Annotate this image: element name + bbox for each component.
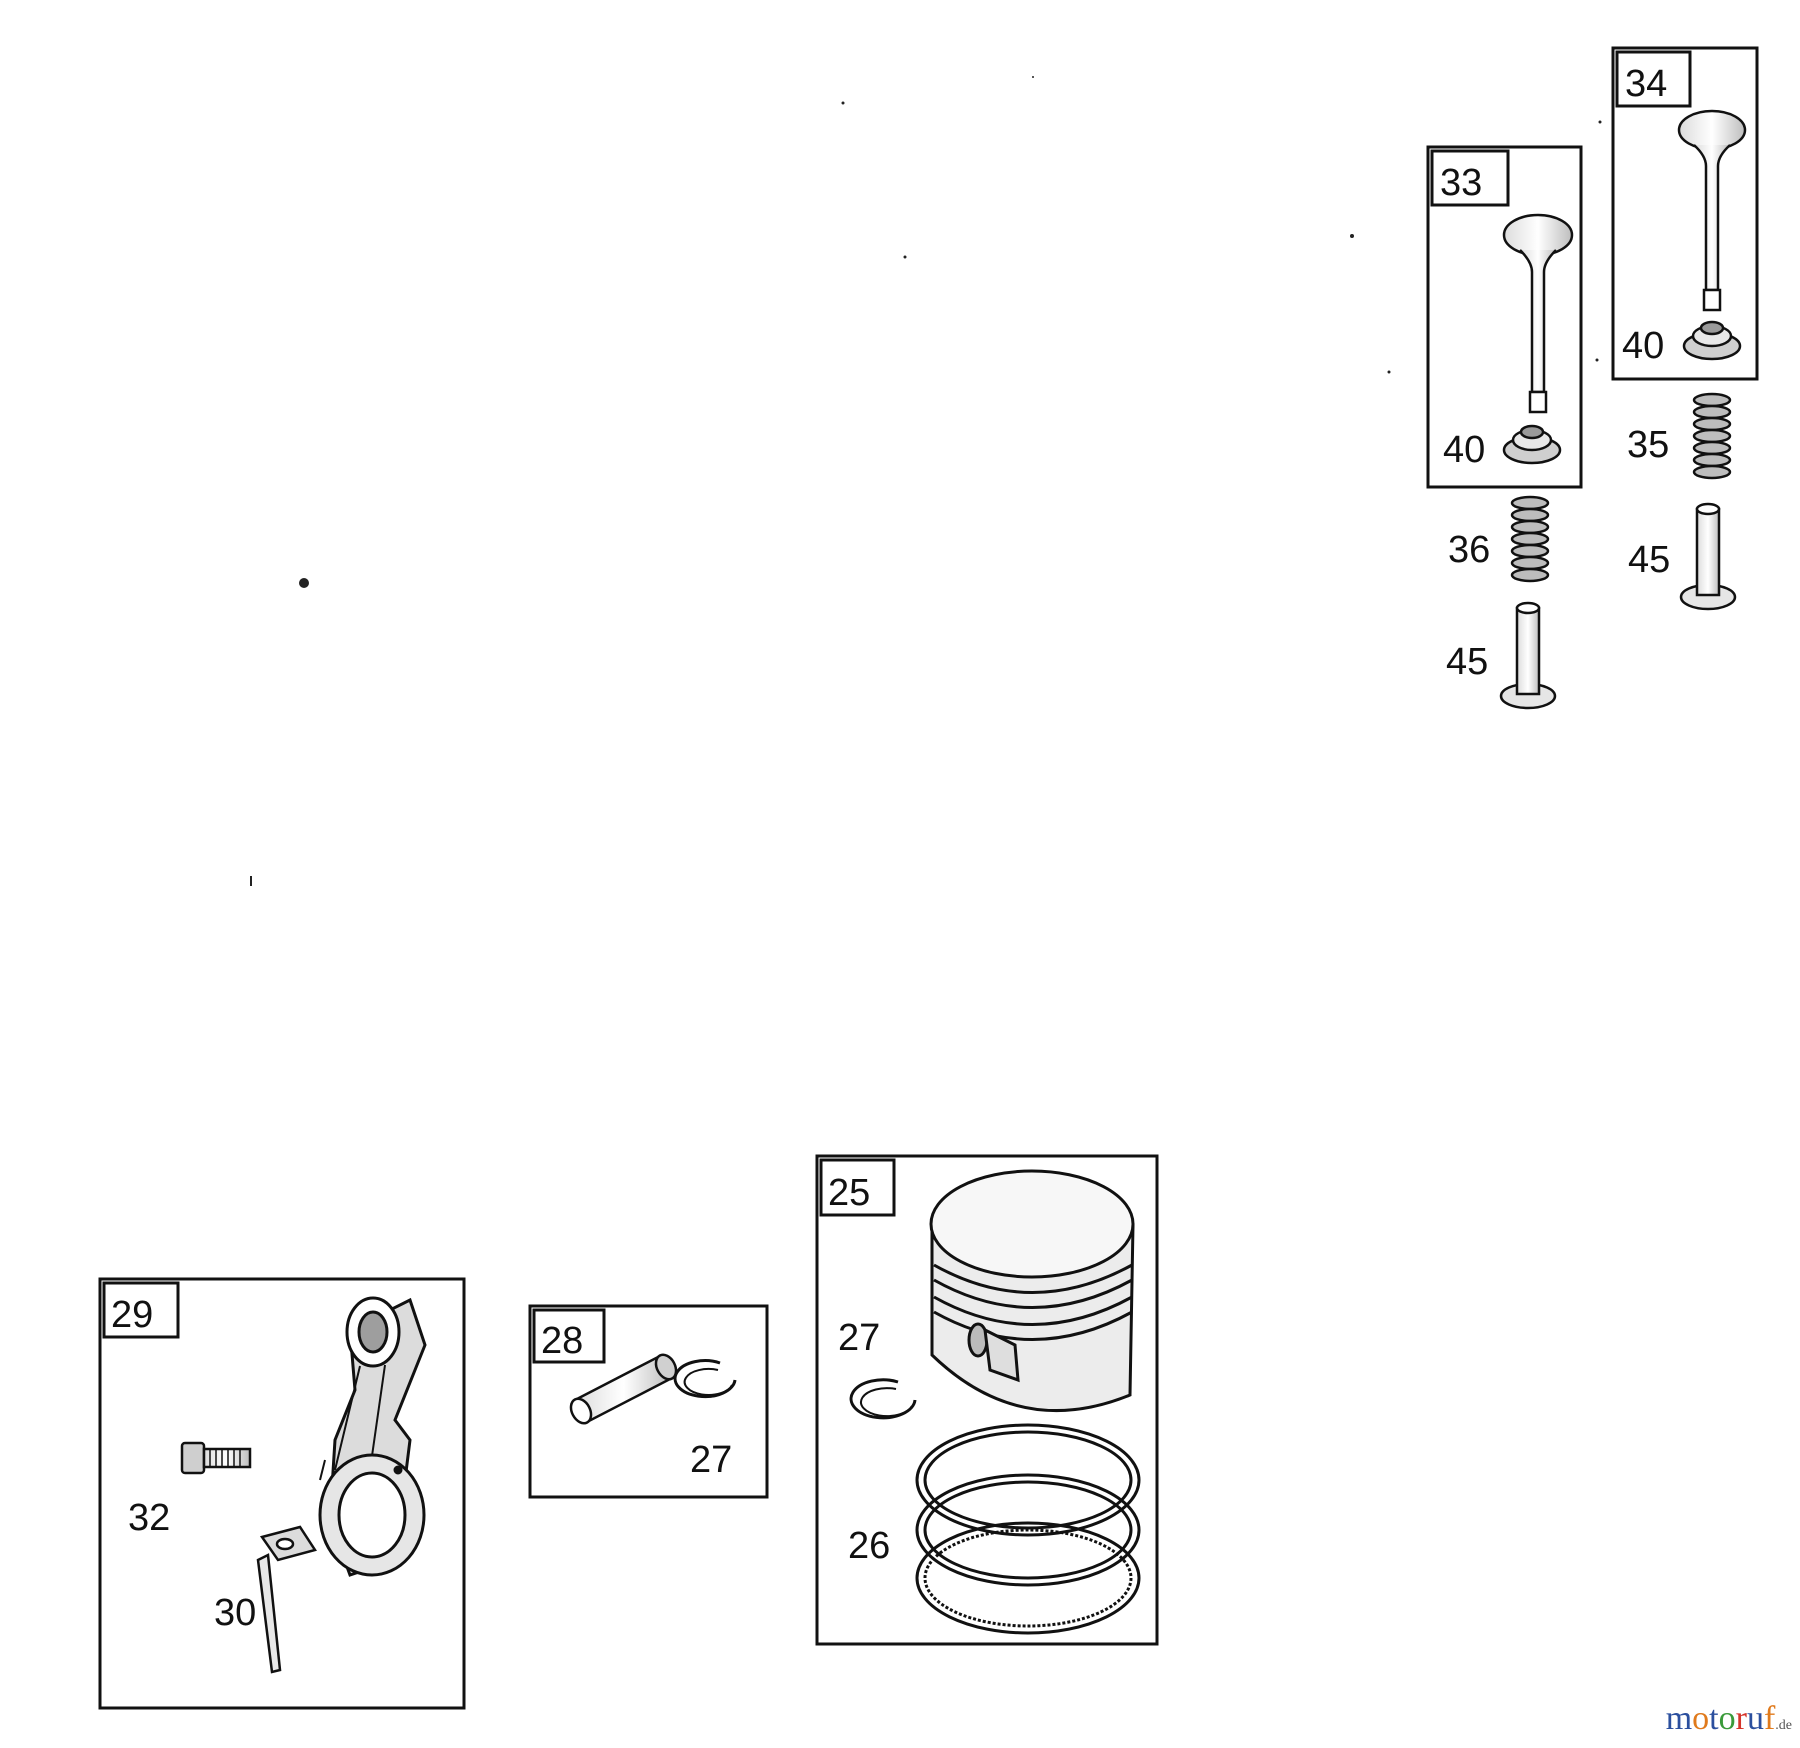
box-number-29: 29 [111, 1294, 153, 1336]
kit-box-25: 25 27 26 [815, 1154, 1159, 1646]
piston-rings-icon [915, 1423, 1141, 1635]
box-number-28: 28 [541, 1320, 583, 1362]
retaining-clip-icon [673, 1359, 737, 1399]
label-27-box28: 27 [690, 1439, 732, 1481]
watermark-letter: t [1709, 1700, 1719, 1737]
piston-icon [929, 1169, 1135, 1412]
motoruf-watermark-logo: motoruf.de [1666, 1700, 1792, 1738]
label-36: 36 [1448, 529, 1490, 571]
box-number-25: 25 [828, 1172, 870, 1214]
valve-retainer-40-icon [1502, 424, 1562, 465]
watermark-tld: .de [1775, 1718, 1792, 1733]
box-number-34: 34 [1625, 63, 1667, 105]
label-32: 32 [128, 1497, 170, 1539]
valve-33-icon [1502, 213, 1574, 414]
watermark-letter: r [1735, 1700, 1747, 1737]
label-27-box25: 27 [838, 1317, 880, 1359]
piston-pin-icon [569, 1353, 678, 1425]
kit-box-28: 28 27 [528, 1304, 769, 1499]
label-26: 26 [848, 1525, 890, 1567]
label-45-right: 45 [1628, 539, 1670, 581]
watermark-letter: o [1718, 1700, 1736, 1737]
watermark-letter: o [1692, 1700, 1710, 1737]
label-35: 35 [1627, 424, 1669, 466]
oil-dipper-icon [256, 1525, 317, 1674]
retaining-clip-icon [849, 1378, 917, 1420]
label-45-left: 45 [1446, 641, 1488, 683]
kit-box-34: 34 40 [1611, 46, 1759, 381]
watermark-brand: motoruf [1666, 1700, 1776, 1737]
watermark-letter: m [1665, 1700, 1693, 1737]
scan-specks [250, 76, 1602, 886]
valve-spring-35-icon [1692, 392, 1732, 480]
kit-box-29: 29 32 30 [98, 1277, 466, 1710]
kit-box-33: 33 40 [1426, 145, 1583, 489]
valve-34-icon [1677, 109, 1747, 312]
label-40-box34: 40 [1622, 325, 1664, 367]
valve-spring-36-icon [1510, 495, 1550, 583]
label-30: 30 [214, 1592, 256, 1634]
rod-bolt-icon [180, 1441, 252, 1475]
connecting-rod-icon [318, 1296, 427, 1577]
tappet-45-left-icon [1499, 601, 1557, 710]
watermark-letter: u [1746, 1700, 1764, 1737]
watermark-letter: f [1763, 1700, 1776, 1737]
tappet-45-right-icon [1679, 502, 1737, 611]
label-40-box33: 40 [1443, 429, 1485, 471]
box-number-33: 33 [1440, 162, 1482, 204]
valve-retainer-40-icon [1682, 320, 1742, 361]
